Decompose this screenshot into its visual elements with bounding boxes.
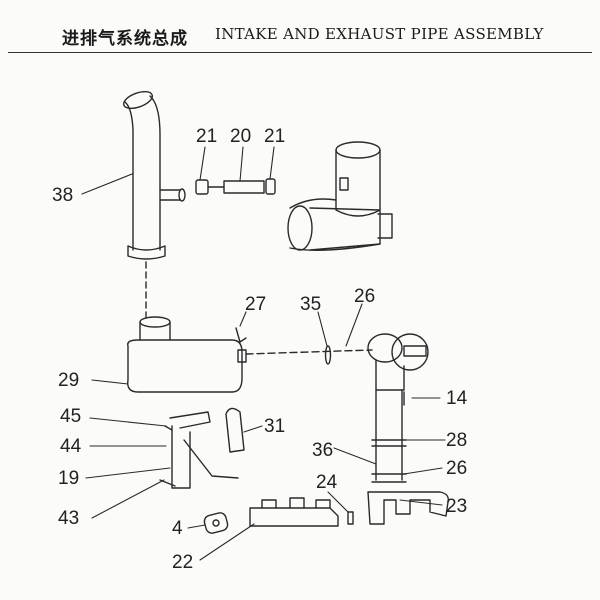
- exhaust-down-pipe: [371, 389, 407, 483]
- callout-19: 19: [58, 468, 79, 489]
- callout-21a: 21: [196, 126, 217, 147]
- callout-26a: 26: [354, 286, 375, 307]
- title-underline: [8, 52, 592, 53]
- exhaust-manifold-right: [347, 491, 450, 525]
- leader-lines: [81, 146, 446, 561]
- callout-38: 38: [52, 185, 73, 206]
- bracket-31: [225, 407, 245, 453]
- title-english: INTAKE AND EXHAUST PIPE ASSEMBLY: [215, 25, 544, 43]
- muffler-bracket: [159, 411, 239, 489]
- callout-31: 31: [264, 416, 285, 437]
- callout-26b: 26: [446, 458, 467, 479]
- callout-45: 45: [60, 406, 81, 427]
- exhaust-stack-pipe: [123, 90, 186, 321]
- callout-23: 23: [446, 496, 467, 517]
- connection-line: [245, 349, 373, 355]
- gasket-35: [324, 345, 332, 365]
- exhaust-manifold-left: [249, 497, 339, 527]
- callout-22: 22: [172, 552, 193, 573]
- callout-20: 20: [230, 126, 251, 147]
- callout-28: 28: [446, 430, 467, 451]
- callout-21b: 21: [264, 126, 285, 147]
- connector-pipe-with-clamps: [195, 178, 276, 195]
- gasket-4: [203, 512, 229, 534]
- callout-29: 29: [58, 370, 79, 391]
- muffler: [127, 316, 247, 393]
- callout-43: 43: [58, 508, 79, 529]
- callout-4: 4: [172, 518, 183, 539]
- callout-44: 44: [60, 436, 82, 457]
- clamp-27: [235, 327, 247, 343]
- callout-27: 27: [245, 294, 266, 315]
- callout-35: 35: [300, 294, 321, 315]
- callout-36: 36: [312, 440, 333, 461]
- callout-24: 24: [316, 472, 338, 493]
- title-chinese: 进排气系统总成: [62, 29, 188, 49]
- callout-14: 14: [446, 388, 468, 409]
- air-cleaner-assembly: [287, 141, 393, 251]
- turbocharger: [367, 333, 429, 406]
